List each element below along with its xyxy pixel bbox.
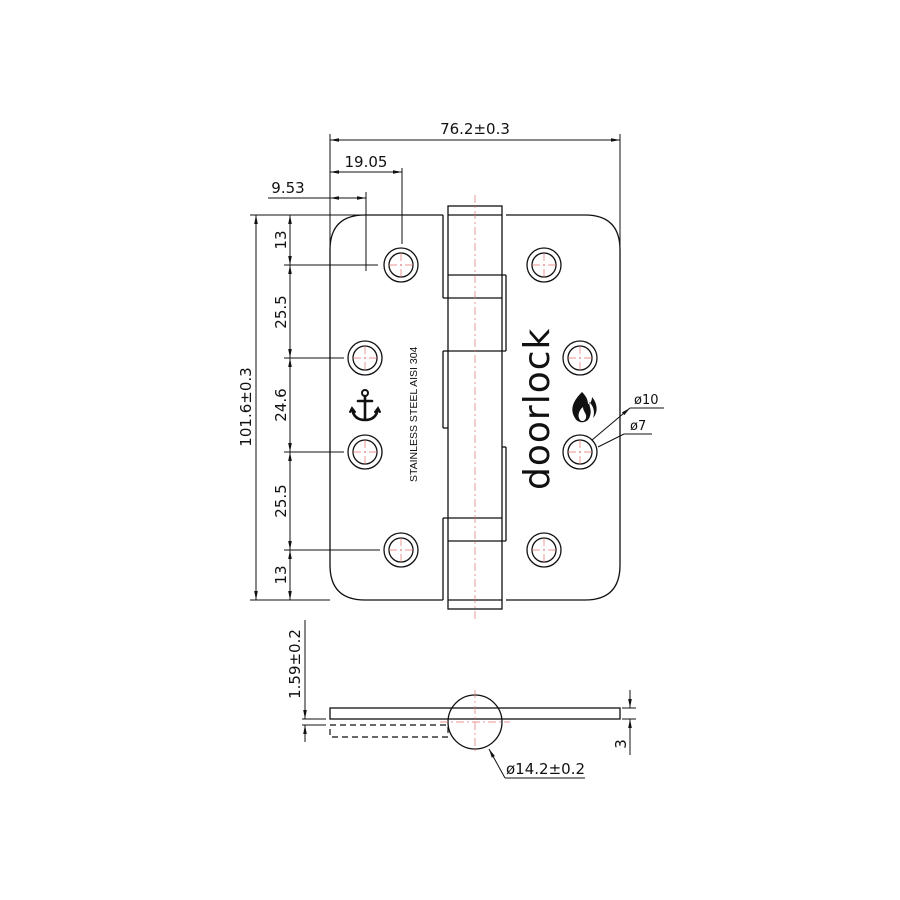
countersink-outer-label: ø10 <box>634 393 659 408</box>
overall-height-label: 101.6±0.3 <box>237 367 255 446</box>
left-leaf <box>329 214 443 601</box>
spacing-label: 25.5 <box>272 295 290 328</box>
open-thickness-label: 3 <box>612 739 630 749</box>
height-dimensions: 101.6±0.3 13 25.5 24.6 25.5 13 <box>237 214 380 601</box>
knuckle <box>442 205 507 610</box>
spacing-label: 24.6 <box>272 388 290 421</box>
overall-width-label: 76.2±0.3 <box>440 120 510 138</box>
width-dimensions: 76.2±0.3 19.05 9.53 <box>268 120 621 271</box>
screw-hole <box>383 247 419 283</box>
screw-hole <box>526 532 562 568</box>
right-leaf <box>506 214 621 601</box>
countersink-inner-label: ø7 <box>630 419 646 434</box>
countersink-callouts: ø10 ø7 <box>591 393 664 448</box>
screw-hole <box>526 247 562 283</box>
side-view: 1.59±0.2 3 ø14.2±0.2 <box>286 620 636 779</box>
spacing-label: 13 <box>272 230 290 249</box>
hole-offset-inner-label: 9.53 <box>271 179 304 197</box>
screw-hole <box>383 532 419 568</box>
screw-hole <box>562 340 598 376</box>
hole-offset-outer-label: 19.05 <box>345 153 388 171</box>
anchor-icon <box>349 389 381 422</box>
leaf-thickness-label: 1.59±0.2 <box>286 629 304 699</box>
screw-holes <box>347 247 598 568</box>
material-marking: STAINLESS STEEL AISI 304 <box>408 346 420 482</box>
brand-logo: doorlock <box>517 328 558 490</box>
screw-hole <box>347 340 383 376</box>
spacing-label: 13 <box>272 565 290 584</box>
flame-icon <box>572 392 597 423</box>
screw-hole <box>347 434 383 470</box>
screw-hole <box>562 434 598 470</box>
knuckle-diameter-label: ø14.2±0.2 <box>506 760 585 778</box>
spacing-label: 25.5 <box>272 484 290 517</box>
